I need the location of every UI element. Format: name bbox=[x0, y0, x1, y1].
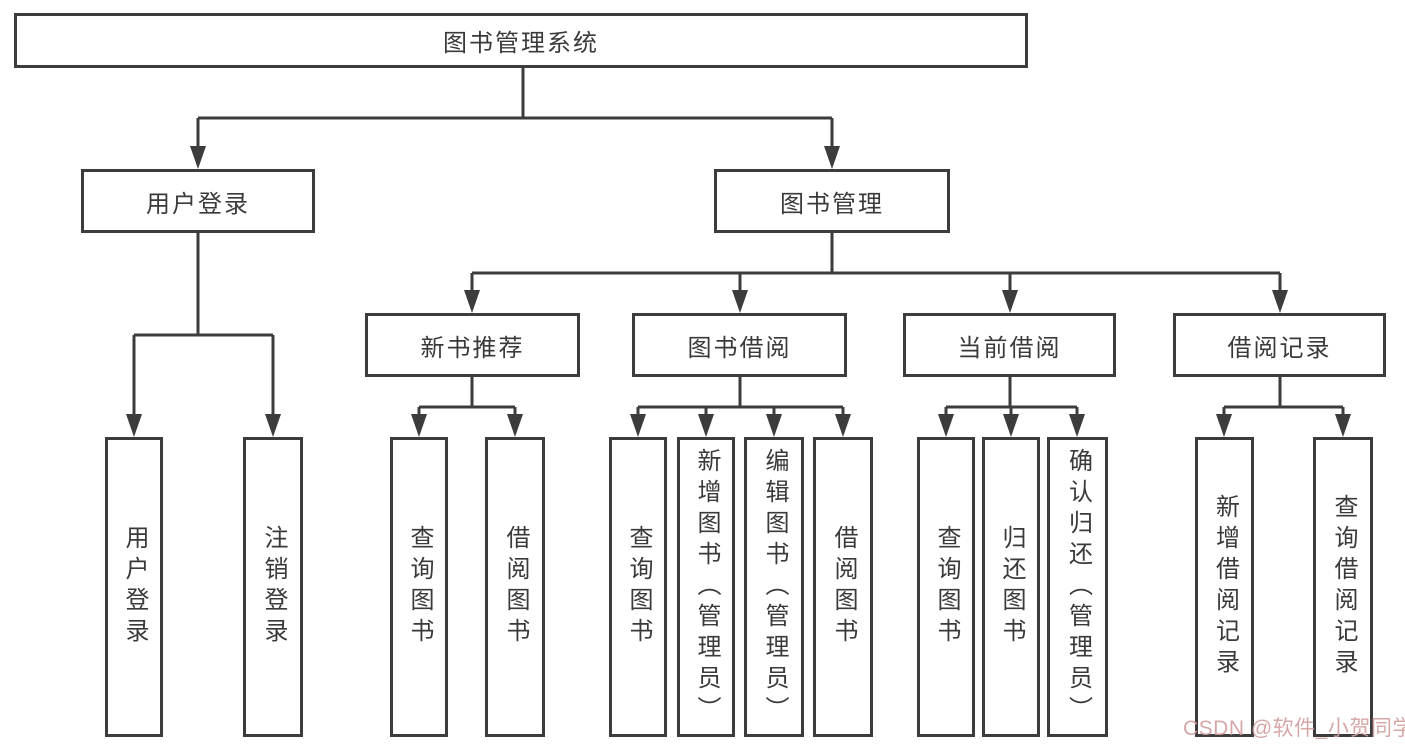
arrowhead-icon bbox=[824, 146, 840, 169]
arrowhead-icon bbox=[464, 290, 480, 313]
node-label: 确认归还（管理员） bbox=[1064, 447, 1092, 727]
node-label: 编辑图书（管理员） bbox=[761, 447, 788, 727]
node-current-borrowing: 当前借阅 bbox=[903, 313, 1116, 377]
node-book-borrowing: 图书借阅 bbox=[632, 313, 847, 377]
arrowhead-icon bbox=[732, 290, 748, 313]
node-label: 当前借阅 bbox=[957, 334, 1062, 362]
node-leaf-borrow-books-1: 借阅图书 bbox=[485, 437, 545, 737]
node-leaf-query-books-1: 查询图书 bbox=[390, 437, 448, 737]
arrowhead-icon bbox=[507, 414, 523, 437]
arrowhead-icon bbox=[1003, 414, 1019, 437]
node-label: 归还图书 bbox=[998, 525, 1025, 649]
node-leaf-query-books-3: 查询图书 bbox=[917, 437, 975, 737]
node-leaf-query-books-2: 查询图书 bbox=[609, 437, 667, 737]
arrowhead-icon bbox=[630, 414, 646, 437]
node-leaf-query-borrow-record: 查询借阅记录 bbox=[1313, 437, 1373, 737]
node-leaf-edit-books-admin: 编辑图书（管理员） bbox=[744, 437, 804, 737]
node-label: 注销登录 bbox=[260, 525, 287, 649]
node-label: 新增借阅记录 bbox=[1211, 494, 1239, 680]
arrowhead-icon bbox=[698, 414, 714, 437]
arrowhead-icon bbox=[766, 414, 782, 437]
arrowhead-icon bbox=[1002, 290, 1018, 313]
node-leaf-add-borrow-record: 新增借阅记录 bbox=[1195, 437, 1254, 737]
node-label: 用户登录 bbox=[121, 525, 148, 649]
node-label: 新书推荐 bbox=[420, 334, 525, 362]
node-label: 借阅记录 bbox=[1227, 334, 1332, 362]
node-label: 查询图书 bbox=[406, 525, 433, 649]
arrowhead-icon bbox=[938, 414, 954, 437]
node-label: 借阅图书 bbox=[502, 525, 529, 649]
node-label: 用户登录 bbox=[146, 190, 250, 218]
node-book-management: 图书管理 bbox=[714, 169, 950, 233]
arrowhead-icon bbox=[1335, 414, 1351, 437]
arrowhead-icon bbox=[265, 414, 281, 437]
arrowhead-icon bbox=[411, 414, 427, 437]
node-label: 查询图书 bbox=[625, 525, 652, 649]
node-leaf-return-books: 归还图书 bbox=[982, 437, 1040, 737]
node-label: 图书管理系统 bbox=[443, 30, 599, 57]
node-label: 查询借阅记录 bbox=[1330, 494, 1357, 680]
node-label: 图书管理 bbox=[780, 190, 884, 218]
node-label: 查询图书 bbox=[933, 525, 960, 649]
arrowhead-icon bbox=[190, 146, 206, 169]
arrowhead-icon bbox=[835, 414, 851, 437]
node-new-book-recommend: 新书推荐 bbox=[365, 313, 580, 377]
node-user-login: 用户登录 bbox=[81, 169, 315, 233]
node-leaf-logout: 注销登录 bbox=[243, 437, 303, 737]
node-label: 借阅图书 bbox=[830, 525, 857, 649]
node-leaf-user-login: 用户登录 bbox=[105, 437, 163, 737]
node-label: 新增图书（管理员） bbox=[693, 447, 720, 727]
arrowhead-icon bbox=[1216, 414, 1232, 437]
node-leaf-add-books-admin: 新增图书（管理员） bbox=[677, 437, 735, 737]
node-leaf-borrow-books-2: 借阅图书 bbox=[813, 437, 873, 737]
node-label: 图书借阅 bbox=[687, 334, 792, 362]
arrowhead-icon bbox=[1069, 414, 1085, 437]
node-borrow-records: 借阅记录 bbox=[1173, 313, 1386, 377]
arrowhead-icon bbox=[126, 414, 142, 437]
arrowhead-icon bbox=[1272, 290, 1288, 313]
node-library-system: 图书管理系统 bbox=[14, 13, 1028, 68]
node-leaf-confirm-return: 确认归还（管理员） bbox=[1047, 437, 1108, 737]
watermark: CSDN @软件_小贺同学 bbox=[1183, 717, 1405, 740]
